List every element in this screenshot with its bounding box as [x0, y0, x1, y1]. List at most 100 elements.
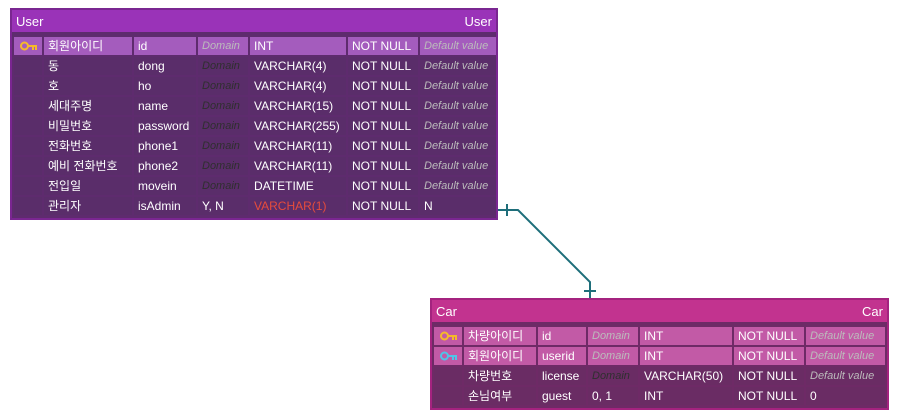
column-null-option[interactable]: NOT NULL — [734, 347, 804, 365]
column-null-option[interactable]: NOT NULL — [348, 77, 418, 95]
column-physical-name[interactable]: name — [134, 97, 196, 115]
column-domain[interactable]: Domain — [198, 97, 248, 115]
column-logical-name[interactable]: 회원아이디 — [464, 347, 536, 365]
column-data-type[interactable]: INT — [640, 327, 732, 345]
column-data-type[interactable]: INT — [640, 347, 732, 365]
column-logical-name[interactable]: 전화번호 — [44, 137, 132, 155]
column-data-type[interactable]: VARCHAR(50) — [640, 367, 732, 385]
column-physical-name[interactable]: ho — [134, 77, 196, 95]
column-default-value[interactable]: Default value — [420, 157, 496, 175]
column-physical-name[interactable]: phone2 — [134, 157, 196, 175]
column-null-option[interactable]: NOT NULL — [348, 157, 418, 175]
column-null-option[interactable]: NOT NULL — [348, 197, 418, 215]
column-null-option[interactable]: NOT NULL — [348, 177, 418, 195]
column-physical-name[interactable]: isAdmin — [134, 197, 196, 215]
column-physical-name[interactable]: id — [134, 37, 196, 55]
column-default-value[interactable]: N — [420, 197, 496, 215]
column-default-value[interactable]: Default value — [420, 37, 496, 55]
column-logical-name[interactable]: 예비 전화번호 — [44, 157, 132, 175]
column-default-value[interactable]: Default value — [806, 327, 885, 345]
column-physical-name[interactable]: id — [538, 327, 586, 345]
column-null-option[interactable]: NOT NULL — [348, 117, 418, 135]
user-title-bar[interactable]: User User — [12, 10, 496, 32]
column-null-option[interactable]: NOT NULL — [734, 387, 804, 405]
column-data-type[interactable]: INT — [640, 387, 732, 405]
column-null-option[interactable]: NOT NULL — [734, 327, 804, 345]
column-domain[interactable]: Y, N — [198, 197, 248, 215]
column-data-type[interactable]: VARCHAR(15) — [250, 97, 346, 115]
column-domain[interactable]: Domain — [198, 137, 248, 155]
column-logical-name[interactable]: 전입일 — [44, 177, 132, 195]
column-logical-name[interactable]: 회원아이디 — [44, 37, 132, 55]
column-physical-name[interactable]: movein — [134, 177, 196, 195]
key-cell — [434, 347, 462, 365]
column-logical-name[interactable]: 차량아이디 — [464, 327, 536, 345]
column-data-type[interactable]: VARCHAR(11) — [250, 157, 346, 175]
column-default-value[interactable]: Default value — [420, 57, 496, 75]
column-physical-name[interactable]: userid — [538, 347, 586, 365]
column-domain[interactable]: Domain — [198, 37, 248, 55]
column-default-value[interactable]: Default value — [420, 177, 496, 195]
column-domain[interactable]: Domain — [198, 77, 248, 95]
column-default-value[interactable]: 0 — [806, 387, 885, 405]
column-data-type[interactable]: VARCHAR(4) — [250, 57, 346, 75]
column-domain[interactable]: Domain — [198, 157, 248, 175]
column-data-type[interactable]: INT — [250, 37, 346, 55]
column-domain[interactable]: Domain — [198, 177, 248, 195]
column-physical-name[interactable]: dong — [134, 57, 196, 75]
column-physical-name[interactable]: guest — [538, 387, 586, 405]
column-domain[interactable]: Domain — [198, 57, 248, 75]
car-title-left: Car — [436, 303, 457, 319]
column-default-value[interactable]: Default value — [806, 367, 885, 385]
column-logical-name[interactable]: 세대주명 — [44, 97, 132, 115]
column-default-value[interactable]: Default value — [806, 347, 885, 365]
column-logical-name[interactable]: 관리자 — [44, 197, 132, 215]
column-default-value[interactable]: Default value — [420, 117, 496, 135]
column-domain[interactable]: Domain — [588, 367, 638, 385]
column-domain[interactable]: 0, 1 — [588, 387, 638, 405]
column-null-option[interactable]: NOT NULL — [348, 57, 418, 75]
column-domain[interactable]: Domain — [588, 347, 638, 365]
column-default-value[interactable]: Default value — [420, 77, 496, 95]
column-data-type[interactable]: VARCHAR(11) — [250, 137, 346, 155]
column-null-option[interactable]: NOT NULL — [348, 97, 418, 115]
column-physical-name[interactable]: phone1 — [134, 137, 196, 155]
user-title-right: User — [464, 13, 492, 29]
column-logical-name[interactable]: 차량번호 — [464, 367, 536, 385]
column-data-type[interactable]: VARCHAR(4) — [250, 77, 346, 95]
column-physical-name[interactable]: license — [538, 367, 586, 385]
user-title-left: User — [16, 13, 44, 29]
column-logical-name[interactable]: 손님여부 — [464, 387, 536, 405]
column-data-type[interactable]: VARCHAR(1) — [250, 197, 346, 215]
column-data-type[interactable]: VARCHAR(255) — [250, 117, 346, 135]
column-default-value[interactable]: Default value — [420, 97, 496, 115]
column-domain[interactable]: Domain — [198, 117, 248, 135]
column-logical-name[interactable]: 비밀번호 — [44, 117, 132, 135]
car-title-bar[interactable]: Car Car — [432, 300, 887, 322]
column-default-value[interactable]: Default value — [420, 137, 496, 155]
column-data-type[interactable]: DATETIME — [250, 177, 346, 195]
column-domain[interactable]: Domain — [588, 327, 638, 345]
column-physical-name[interactable]: password — [134, 117, 196, 135]
column-null-option[interactable]: NOT NULL — [348, 37, 418, 55]
column-logical-name[interactable]: 동 — [44, 57, 132, 75]
column-null-option[interactable]: NOT NULL — [734, 367, 804, 385]
column-null-option[interactable]: NOT NULL — [348, 137, 418, 155]
column-logical-name[interactable]: 호 — [44, 77, 132, 95]
key-cell — [14, 157, 42, 175]
